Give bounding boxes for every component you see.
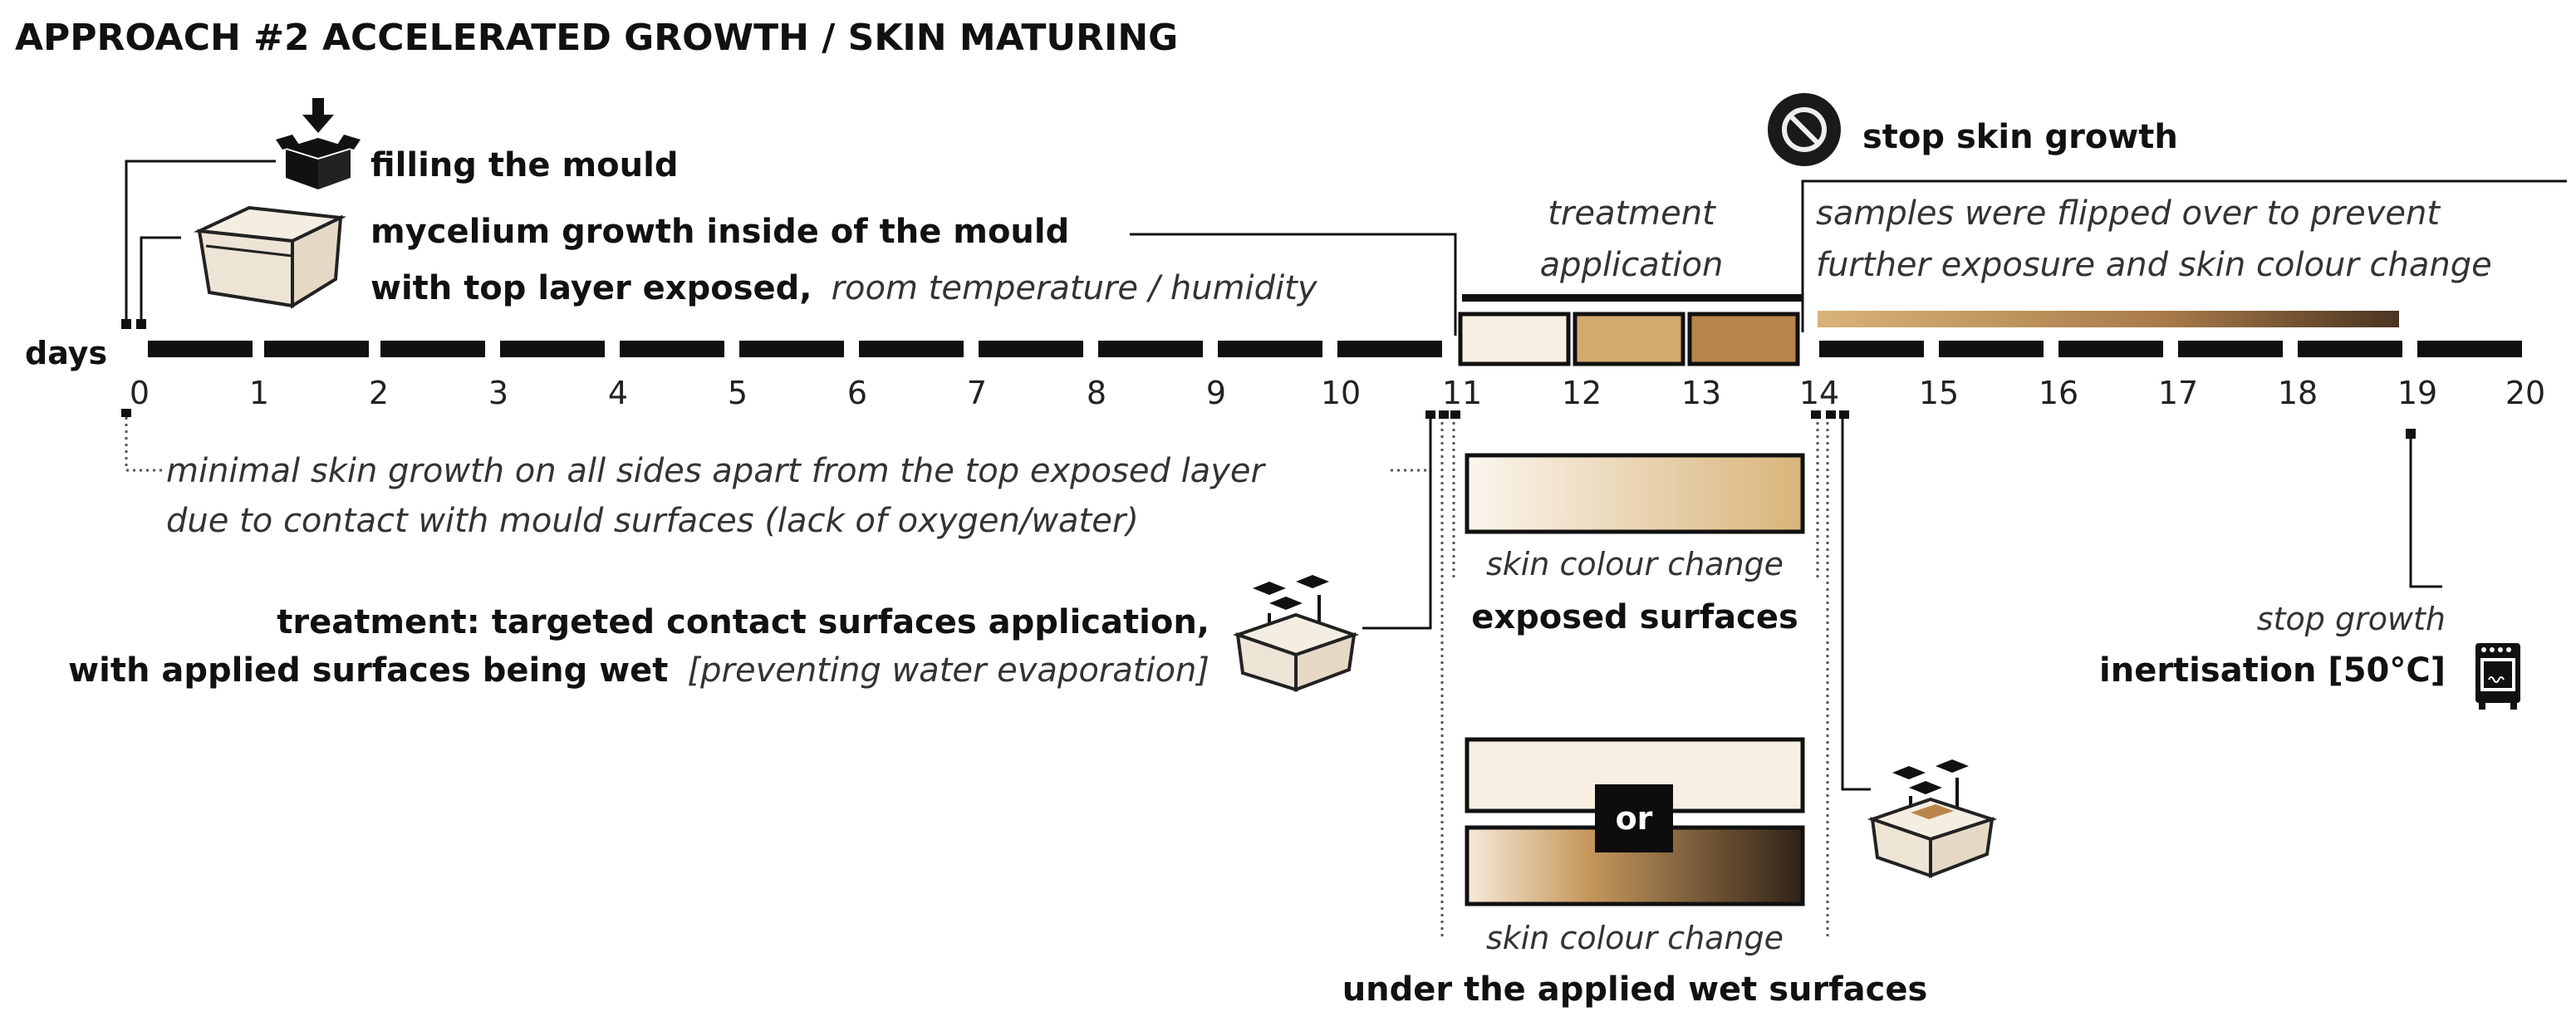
filling-label: filling the mould [370, 146, 678, 184]
tick-label: 17 [2158, 375, 2198, 411]
minimal-connector [125, 417, 163, 472]
flipped-line1: samples were flipped over to prevent [1816, 194, 2441, 233]
day19-marker [2406, 429, 2416, 439]
under-wet-label: under the applied wet surfaces [1342, 970, 1928, 1009]
stop-skin-label: stop skin growth [1862, 118, 2178, 156]
axis-label: days [25, 335, 107, 371]
treatment-block-mid [1573, 312, 1685, 366]
tick-label: 15 [1919, 375, 1959, 411]
under-connector [1841, 415, 1871, 791]
timeline-segment [739, 341, 844, 357]
day-tick-labels: 0 1 2 3 4 5 6 7 8 9 10 11 12 13 14 15 16… [130, 375, 2545, 411]
treatment-app-line2: application [1540, 246, 1724, 284]
stop-growth-label: stop growth [2257, 601, 2446, 637]
growth-label-line2: with top layer exposed, room temperature… [370, 269, 1318, 307]
tick-label: 16 [2039, 375, 2078, 411]
or-label: or [1616, 800, 1653, 837]
treatment-line2-bold: with applied surfaces being wet [68, 651, 668, 690]
flipped-line2: further exposure and skin colour change [1816, 246, 2492, 284]
tick-label: 1 [249, 375, 269, 411]
tick-label: 20 [2505, 375, 2545, 411]
timeline-segment [979, 341, 1083, 357]
exposed-label: exposed surfaces [1471, 598, 1798, 636]
timeline-segment [1337, 341, 1442, 357]
stacked-box-icon [1867, 759, 1998, 878]
exposed-gradient-box [1465, 453, 1805, 534]
growth-label-line1: mycelium growth inside of the mould [370, 213, 1069, 251]
inertisation-label: inertisation [50°C] [2099, 651, 2446, 690]
skin-change-label-2: skin colour change [1486, 920, 1784, 956]
growth-connector-right [1130, 233, 1457, 336]
treatment-blocks [1458, 294, 1803, 366]
day11-marker [1425, 410, 1435, 419]
mould-box-icon [193, 205, 347, 309]
timeline-segment [1218, 341, 1322, 357]
timeline-segment [2298, 341, 2402, 357]
timeline-segment [148, 341, 253, 357]
timeline-segment [264, 341, 369, 357]
day14-marker [1839, 410, 1849, 419]
treatment-connector [1362, 415, 1432, 630]
timeline-segment [500, 341, 605, 357]
tick-label: 5 [728, 375, 748, 411]
treatment-block-dark [1687, 312, 1800, 366]
inertisation-connector [2409, 439, 2442, 588]
tick-label: 7 [967, 375, 987, 411]
timeline-segment [1819, 341, 1924, 357]
growth-connector-left [140, 236, 181, 324]
tick-label: 0 [130, 375, 150, 411]
no-sign-icon [1768, 93, 1841, 166]
day14-marker [1826, 410, 1836, 419]
arrow-down-icon [302, 98, 334, 133]
open-box-icon [276, 135, 361, 189]
tick-label: 8 [1087, 375, 1106, 411]
tick-label: 9 [1206, 375, 1226, 411]
day11-marker [1450, 410, 1460, 419]
tick-label: 2 [369, 375, 389, 411]
timeline-segment [380, 341, 485, 357]
tick-label: 13 [1681, 375, 1721, 411]
timeline-segment [859, 341, 964, 357]
day0-marker [121, 409, 131, 417]
growth-label-ital: room temperature / humidity [832, 269, 1318, 307]
tick-label: 6 [847, 375, 867, 411]
tick-label: 11 [1442, 375, 1482, 411]
treatment-top-bar [1462, 294, 1803, 302]
treatment-block-light [1458, 312, 1571, 366]
timeline-segment [2417, 341, 2522, 357]
flipped-connector [1801, 179, 2567, 332]
tick-label: 14 [1799, 375, 1839, 411]
timeline-segment [2178, 341, 2283, 357]
tick-label: 3 [488, 375, 508, 411]
treatment-line2-ital: [preventing water evaporation] [688, 651, 1209, 690]
tick-label: 19 [2397, 375, 2437, 411]
minimal-line1: minimal skin growth on all sides apart f… [166, 452, 1266, 490]
day11-marker [1439, 410, 1449, 419]
skin-change-label-1: skin colour change [1486, 546, 1784, 582]
timeline-segment [1098, 341, 1203, 357]
diagram-title: APPROACH #2 ACCELERATED GROWTH / SKIN MA… [15, 17, 1178, 59]
treatment-line1: treatment: targeted contact surfaces app… [277, 603, 1209, 641]
timeline-segment [2058, 341, 2163, 357]
timeline-bars [148, 341, 2522, 357]
stacked-box-icon [1232, 575, 1360, 692]
skin-colour-gradient-bar [1818, 311, 2399, 327]
minimal-line2: due to contact with mould surfaces (lack… [166, 502, 1139, 540]
timeline-segment [1939, 341, 2044, 357]
day14-marker [1811, 410, 1821, 419]
treatment-line2: with applied surfaces being wet [prevent… [68, 651, 1209, 690]
tick-label: 10 [1321, 375, 1361, 411]
growth-label-bold: with top layer exposed, [370, 269, 812, 307]
timeline-segment [620, 341, 724, 357]
oven-icon [2475, 643, 2520, 710]
filling-connector [125, 160, 276, 324]
tick-label: 4 [608, 375, 628, 411]
tick-label: 18 [2278, 375, 2318, 411]
treatment-app-line1: treatment [1548, 194, 1716, 233]
tick-label: 12 [1562, 375, 1602, 411]
or-badge [1595, 784, 1673, 852]
